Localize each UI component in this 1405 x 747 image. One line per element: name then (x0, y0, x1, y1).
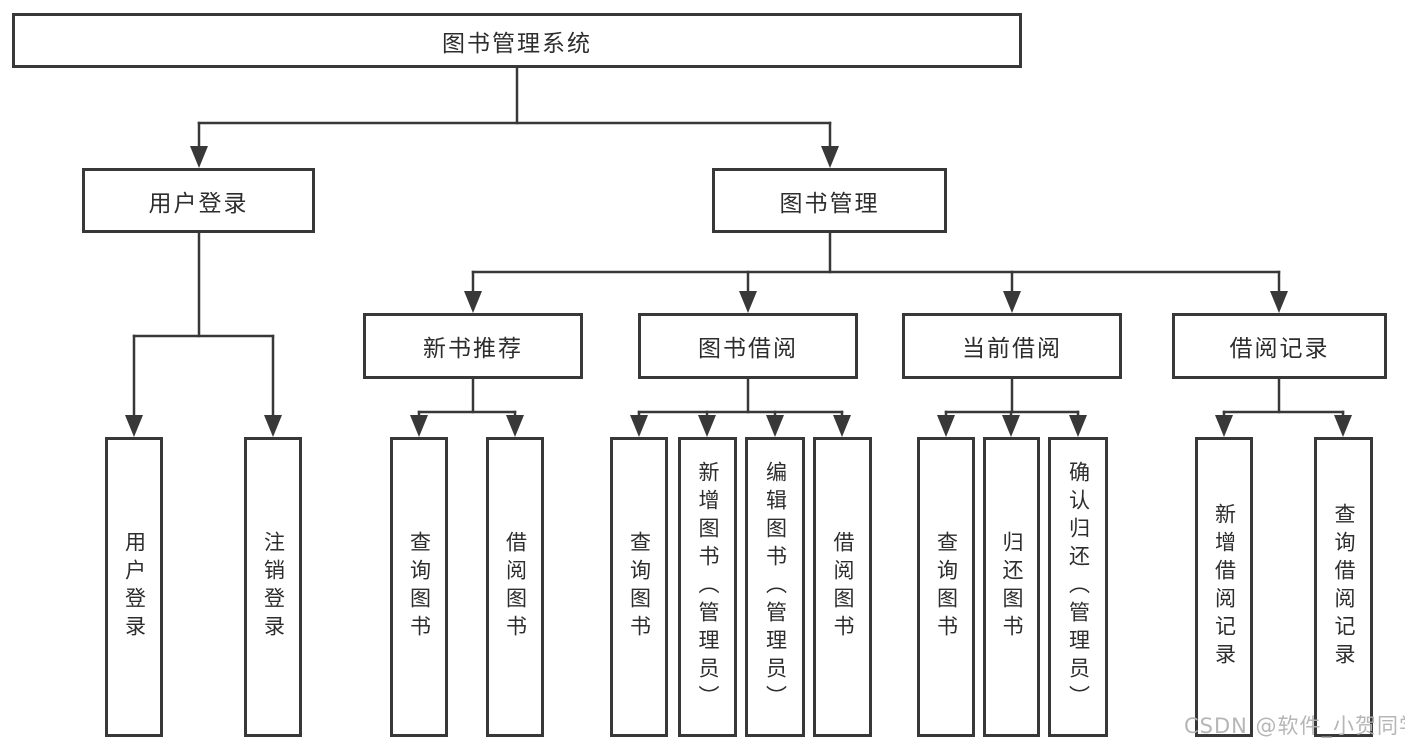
leaf-logout: 注销登录 (244, 437, 302, 737)
leaf-user-login: 用户登录 (105, 437, 163, 737)
node-book-borrow: 图书借阅 (638, 313, 858, 379)
leaf-query-borrow-record: 查询借阅记录 (1314, 437, 1373, 737)
csdn-watermark: CSDN @软件_小贺同学 (1184, 714, 1405, 738)
arrowheads (125, 146, 1352, 437)
node-current-borrow: 当前借阅 (902, 313, 1122, 379)
leaf-borrow-book-recommend: 借阅图书 (486, 437, 544, 737)
node-library-management-system: 图书管理系统 (12, 13, 1022, 68)
leaf-add-book-admin: 新增图书（管理员） (678, 437, 737, 737)
leaf-borrow-book: 借阅图书 (813, 437, 872, 737)
node-borrow-records: 借阅记录 (1172, 313, 1387, 379)
leaf-confirm-return-admin: 确认归还（管理员） (1048, 437, 1108, 737)
leaf-query-book-current: 查询图书 (917, 437, 975, 737)
node-new-book-recommend: 新书推荐 (363, 313, 583, 379)
leaf-query-book-borrow: 查询图书 (610, 437, 668, 737)
leaf-add-borrow-record: 新增借阅记录 (1195, 437, 1253, 737)
leaf-edit-book-admin: 编辑图书（管理员） (745, 437, 805, 737)
leaf-query-book-recommend: 查询图书 (390, 437, 448, 737)
node-book-management: 图书管理 (712, 168, 947, 233)
leaf-return-book: 归还图书 (983, 437, 1040, 737)
node-user-login: 用户登录 (82, 168, 315, 233)
